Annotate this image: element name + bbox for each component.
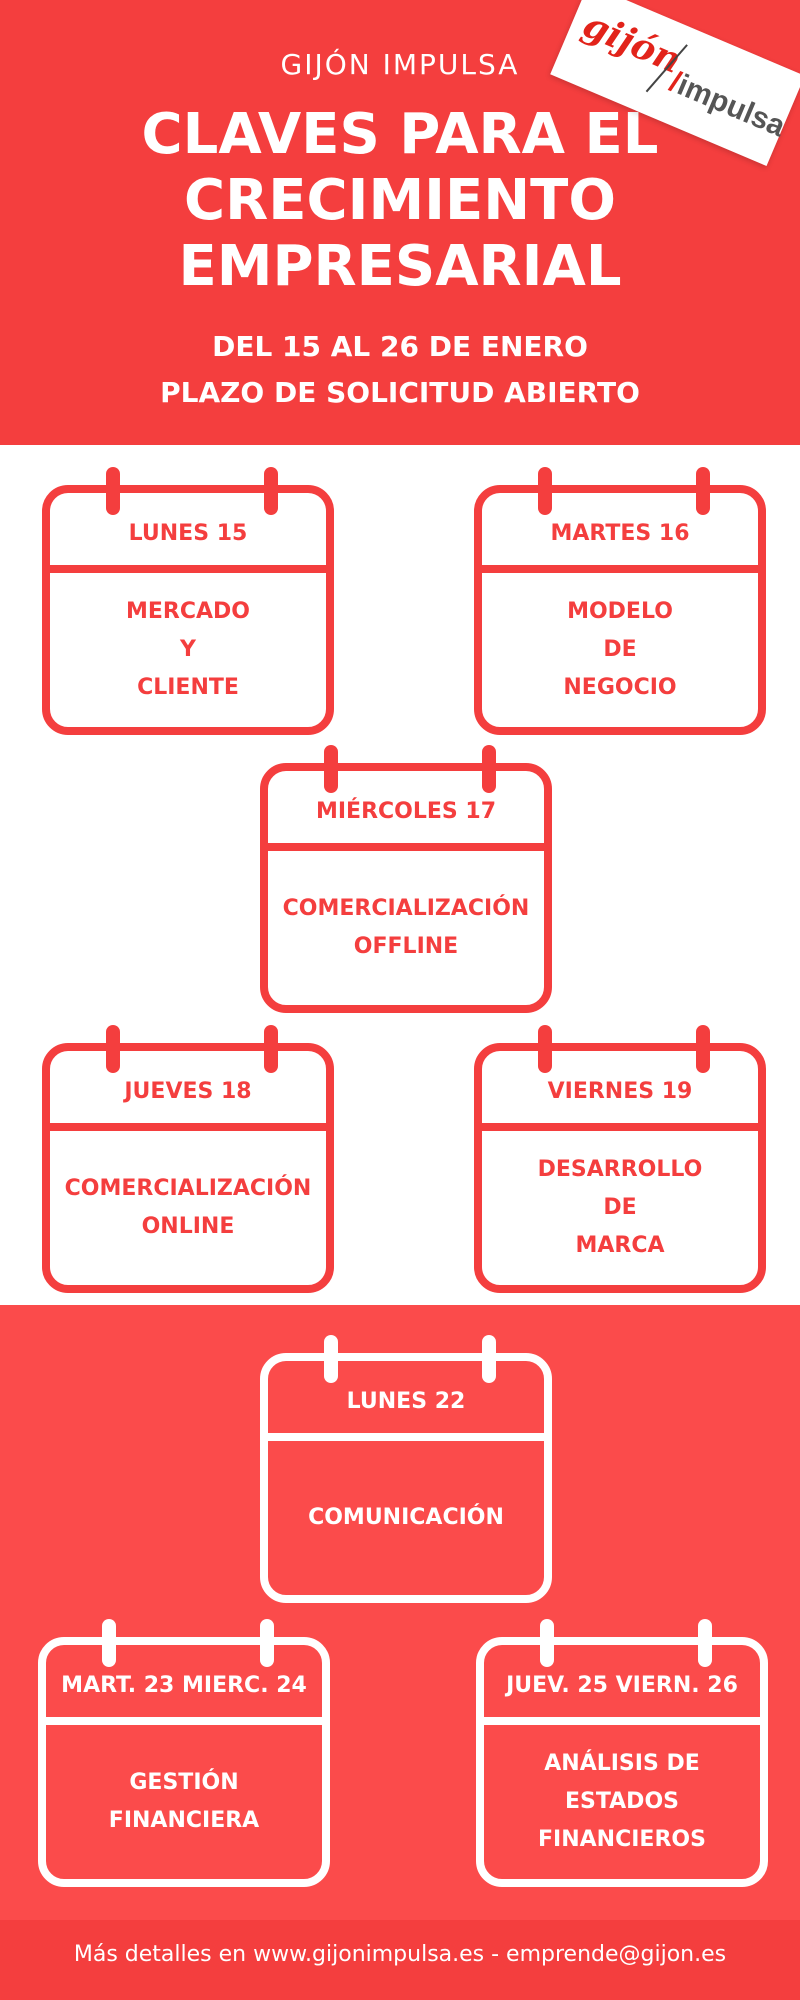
logo-impulsa-text: /impulsa [665, 65, 790, 144]
topic-line: OFFLINE [353, 934, 459, 959]
calendar-ring [264, 467, 278, 515]
topic-line: COMERCIALIZACIÓN [64, 1176, 312, 1201]
topic-line: COMERCIALIZACIÓN [282, 896, 530, 921]
calendar-card-lunes-22: LUNES 22 COMUNICACIÓN [260, 1335, 552, 1603]
session-topic: DESARROLLO DE MARCA [482, 1131, 758, 1285]
session-day: LUNES 15 [128, 521, 248, 546]
schedule-week-2: LUNES 22 COMUNICACIÓN MART. 23 MIERC. 24… [0, 1305, 800, 1920]
logo-card: gijón /impulsa [550, 0, 800, 167]
session-day: JUEV. 25 VIERN. 26 [506, 1673, 738, 1698]
session-day: MARTES 16 [550, 521, 690, 546]
calendar-header-bar [46, 1717, 322, 1725]
calendar-ring [106, 1025, 120, 1073]
calendar-header-bar [268, 1433, 544, 1441]
calendar-ring [264, 1025, 278, 1073]
footer-bar: Más detalles en www.gijonimpulsa.es - em… [0, 1920, 800, 2000]
topic-line: Y [180, 637, 196, 662]
session-topic: COMUNICACIÓN [268, 1441, 544, 1595]
calendar-card-viernes-19: VIERNES 19 DESARROLLO DE MARCA [474, 1025, 766, 1293]
calendar-ring [538, 467, 552, 515]
calendar-header-bar [482, 565, 758, 573]
calendar-ring [260, 1619, 274, 1667]
calendar-ring [696, 1025, 710, 1073]
calendar-card-martes-23-miercoles-24: MART. 23 MIERC. 24 GESTIÓN FINANCIERA [38, 1619, 330, 1887]
date-range: DEL 15 AL 26 DE ENERO PLAZO DE SOLICITUD… [0, 324, 800, 416]
calendar-ring [698, 1619, 712, 1667]
calendar-header-bar [482, 1123, 758, 1131]
calendar-header-bar [50, 1123, 326, 1131]
session-topic: COMERCIALIZACIÓN ONLINE [50, 1131, 326, 1285]
topic-line: CLIENTE [137, 675, 239, 700]
calendar-card-miercoles-17: MIÉRCOLES 17 COMERCIALIZACIÓN OFFLINE [260, 745, 552, 1013]
topic-line: ESTADOS [564, 1789, 679, 1814]
calendar-card-lunes-15: LUNES 15 MERCADO Y CLIENTE [42, 467, 334, 735]
session-day: VIERNES 19 [547, 1079, 693, 1104]
brand-name: GIJÓN IMPULSA [280, 48, 520, 81]
calendar-ring [106, 467, 120, 515]
topic-line: MERCADO [126, 599, 250, 624]
title-line: EMPRESARIAL [178, 234, 622, 299]
calendar-header-bar [50, 565, 326, 573]
session-topic: MERCADO Y CLIENTE [50, 573, 326, 727]
session-topic: GESTIÓN FINANCIERA [46, 1725, 322, 1879]
schedule-week-1: LUNES 15 MERCADO Y CLIENTE MARTES 16 MOD… [0, 445, 800, 1305]
contact-info: Más detalles en www.gijonimpulsa.es - em… [73, 1942, 727, 1967]
session-day: MART. 23 MIERC. 24 [61, 1673, 307, 1698]
topic-line: COMUNICACIÓN [308, 1505, 504, 1530]
calendar-header-bar [268, 843, 544, 851]
topic-line: DE [603, 1195, 637, 1220]
topic-line: MODELO [567, 599, 673, 624]
session-day: MIÉRCOLES 17 [315, 799, 497, 824]
calendar-ring [482, 1335, 496, 1383]
calendar-ring [324, 1335, 338, 1383]
calendar-header-bar [484, 1717, 760, 1725]
calendar-ring [540, 1619, 554, 1667]
topic-line: ANÁLISIS DE [544, 1751, 700, 1776]
calendar-ring [324, 745, 338, 793]
topic-line: FINANCIERA [108, 1808, 260, 1833]
session-topic: COMERCIALIZACIÓN OFFLINE [268, 851, 544, 1005]
session-topic: MODELO DE NEGOCIO [482, 573, 758, 727]
calendar-card-jueves-18: JUEVES 18 COMERCIALIZACIÓN ONLINE [42, 1025, 334, 1293]
topic-line: GESTIÓN [129, 1770, 239, 1795]
topic-line: NEGOCIO [563, 675, 677, 700]
date-line: PLAZO DE SOLICITUD ABIERTO [160, 376, 640, 409]
calendar-ring [482, 745, 496, 793]
calendar-card-martes-16: MARTES 16 MODELO DE NEGOCIO [474, 467, 766, 735]
calendar-ring [102, 1619, 116, 1667]
logo-gijon-text: gijón [576, 3, 688, 82]
page-title: CLAVES PARA EL CRECIMIENTO EMPRESARIAL [0, 102, 800, 300]
title-line: CRECIMIENTO [184, 168, 616, 233]
gijon-impulsa-logo: gijón /impulsa [550, 0, 800, 167]
topic-line: DE [603, 637, 637, 662]
title-line: CLAVES PARA EL [141, 102, 659, 167]
date-line: DEL 15 AL 26 DE ENERO [212, 330, 588, 363]
session-day: LUNES 22 [346, 1389, 466, 1414]
header-banner: GIJÓN IMPULSA CLAVES PARA EL CRECIMIENTO… [0, 0, 800, 445]
topic-line: DESARROLLO [537, 1157, 703, 1182]
calendar-ring [538, 1025, 552, 1073]
topic-line: ONLINE [141, 1214, 235, 1239]
topic-line: FINANCIEROS [538, 1827, 706, 1852]
session-day: JUEVES 18 [124, 1079, 252, 1104]
calendar-card-jueves-25-viernes-26: JUEV. 25 VIERN. 26 ANÁLISIS DE ESTADOS F… [476, 1619, 768, 1887]
calendar-ring [696, 467, 710, 515]
topic-line: MARCA [575, 1233, 665, 1258]
session-topic: ANÁLISIS DE ESTADOS FINANCIEROS [484, 1725, 760, 1879]
logo-impulsa-word: impulsa [672, 68, 790, 144]
